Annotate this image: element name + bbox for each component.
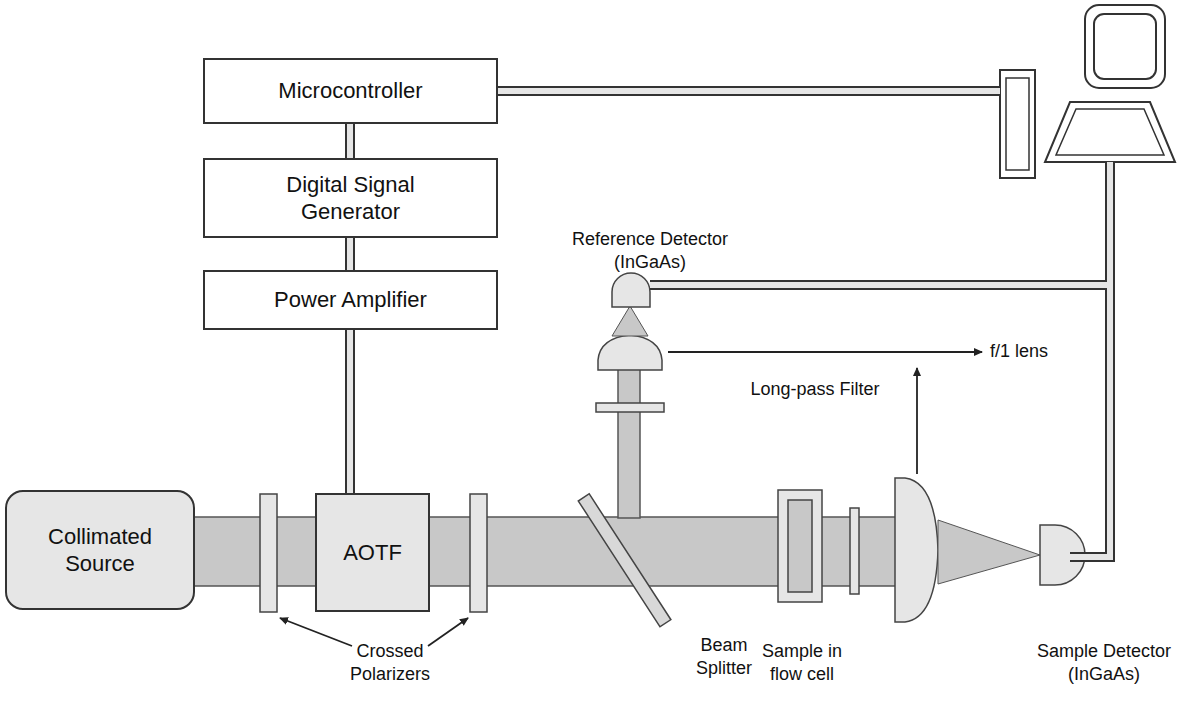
keyboard-keys [1056,109,1164,155]
signal-cable [350,238,351,270]
monitor [1085,5,1165,88]
signal-cable [350,330,351,493]
lens-label: f/1 lens [990,340,1110,363]
f1-lens [895,478,938,622]
long-pass-filter [596,403,664,412]
leader-arrows [280,352,982,646]
process-box: Microcontroller [203,58,498,124]
flow-cell-window [788,500,812,592]
box-label: Collimated Source [15,523,185,578]
computer-tower [1000,70,1035,178]
source-box: Collimated Source [5,490,195,610]
beam-splitter [578,494,671,627]
box-label: Digital Signal Generator [256,171,446,226]
polarizer-label: Crossed Polarizers [335,640,445,685]
box-label: Microcontroller [278,77,422,105]
focused-beam [938,520,1040,584]
detector-label: Sample Detector (InGaAs) [1029,640,1179,685]
process-box: Power Amplifier [203,270,498,330]
filter-label: Long-pass Filter [715,378,915,401]
signal-cable [350,124,351,158]
reference-beam [618,368,640,518]
polarizer [470,494,487,612]
f1-lens [598,335,662,370]
long-pass-filter [850,508,859,594]
keyboard [1045,102,1175,162]
aotf-box: AOTF [315,493,430,612]
process-box: Digital Signal Generator [203,158,498,238]
box-label: AOTF [343,539,402,567]
reference-detector [612,273,650,307]
sample-label: Sample in flow cell [752,640,852,685]
polarizer [260,494,277,612]
flow-cell [778,490,822,602]
monitor-screen [1094,14,1156,79]
cables [498,91,1110,557]
splitter-label: Beam Splitter [684,634,764,679]
box-label: Power Amplifier [274,286,427,314]
detector-label: Reference Detector (InGaAs) [555,228,745,273]
computer-tower-front [1006,78,1029,170]
focused-beam [612,306,648,336]
